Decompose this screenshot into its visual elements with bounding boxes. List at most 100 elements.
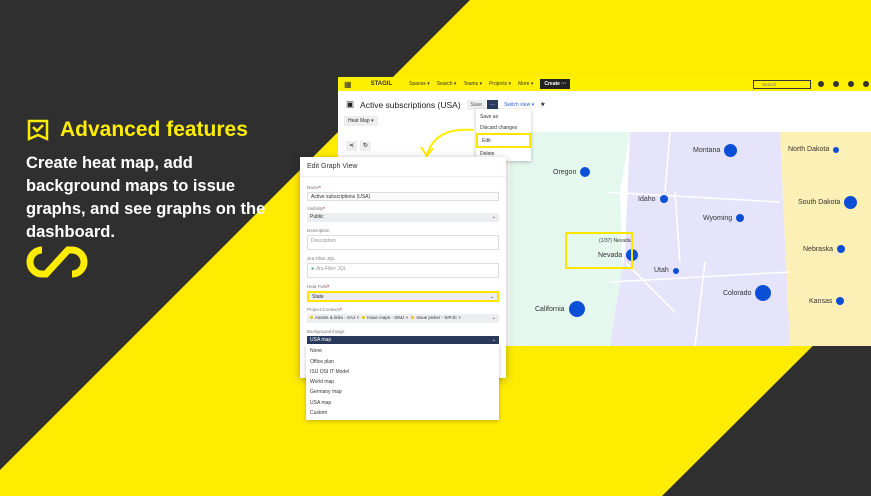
west-region — [510, 132, 630, 346]
page-title: Active subscriptions (USA) — [360, 99, 461, 110]
state-label: Nevada — [598, 251, 623, 259]
heat-dot[interactable] — [568, 301, 585, 317]
create-more[interactable]: ··· — [561, 81, 567, 87]
background-option[interactable]: USA map — [310, 399, 332, 406]
background-image-value: USA map — [310, 337, 332, 343]
nav-projects[interactable]: Projects ▾ — [489, 81, 512, 87]
create-button[interactable]: Create ··· — [540, 79, 571, 89]
state-colorado[interactable]: Colorado — [723, 285, 772, 301]
projects-label: Project Contexts — [307, 307, 341, 312]
save-button[interactable]: Save — [466, 99, 487, 110]
east-region — [780, 132, 871, 346]
state-label: Nebraska — [803, 245, 833, 253]
stagil-infinity-logo — [26, 246, 88, 278]
share-icon[interactable]: ⋖ — [346, 141, 357, 151]
required-mark: * — [327, 284, 330, 289]
top-nav: ▦ STAGIL Spaces ▾ Search ▾ Teams ▾ Proje… — [338, 77, 871, 91]
heat-dot[interactable] — [724, 144, 738, 157]
state-label: South Dakota — [798, 199, 841, 206]
map-icon — [27, 119, 49, 141]
heat-field-label: Heat Field — [307, 284, 328, 289]
heat-dot[interactable] — [833, 146, 840, 153]
more-actions-menu: Save as Discard changes Edit Delete — [476, 109, 531, 161]
project-chip[interactable]: Issue picker - SIPJC × — [411, 315, 461, 320]
description-field[interactable]: Description — [307, 235, 499, 250]
nav-spaces[interactable]: Spaces ▾ — [409, 81, 430, 87]
project-chip[interactable]: Assets & links - SAJ × — [310, 315, 359, 320]
help-icon[interactable] — [833, 81, 839, 87]
chevron-down-icon: ⌄ — [491, 337, 496, 343]
required-mark: * — [323, 206, 325, 211]
required-mark: * — [340, 307, 342, 312]
valid-icon: ● — [311, 266, 315, 272]
usa-heat-map — [510, 132, 871, 346]
search-input[interactable]: Search — [753, 79, 811, 89]
visibility-select[interactable]: Public⌄ — [307, 213, 499, 222]
menu-delete[interactable]: Delete — [480, 150, 495, 157]
profile-icon[interactable] — [863, 81, 869, 87]
arrow-annotation — [420, 128, 474, 158]
view-type-select[interactable]: Heat Map ▾ — [344, 116, 378, 126]
notifications-icon[interactable] — [818, 81, 824, 87]
brand-logo[interactable]: STAGIL — [370, 81, 393, 87]
name-label: Name — [307, 185, 320, 190]
project-chip[interactable]: Issue maps - SIMJ × — [362, 315, 408, 320]
heat-dot[interactable] — [659, 195, 668, 203]
nav-more[interactable]: More ▾ — [518, 81, 534, 87]
heat-dot[interactable] — [672, 267, 679, 274]
state-nebraska[interactable]: Nebraska — [803, 245, 845, 253]
heat-dot[interactable] — [836, 297, 845, 305]
hero-body: Create heat map, add background maps to … — [26, 154, 266, 241]
background-option[interactable]: World map — [310, 379, 335, 386]
heat-dot[interactable] — [580, 167, 591, 177]
menu-edit[interactable]: Edit — [476, 133, 531, 148]
nav-teams[interactable]: Teams ▾ — [463, 81, 483, 87]
required-mark: * — [319, 185, 321, 190]
state-label: Wyoming — [703, 214, 733, 222]
state-south-dakota[interactable]: South Dakota — [798, 196, 858, 209]
settings-icon[interactable] — [848, 81, 854, 87]
heat-dot[interactable] — [736, 214, 745, 222]
heat-dot[interactable] — [844, 196, 858, 209]
visibility-label: Visibility — [307, 206, 324, 211]
switch-view-button[interactable]: Switch view ▾ — [504, 101, 535, 108]
background-image-select[interactable]: USA map ⌄ — [307, 336, 499, 345]
menu-discard-changes[interactable]: Discard changes — [480, 124, 518, 131]
state-label: Idaho — [638, 195, 656, 203]
heat-dot[interactable] — [836, 245, 845, 253]
description-label: Description — [307, 228, 330, 233]
state-kansas[interactable]: Kansas — [809, 297, 845, 305]
state-montana[interactable]: Montana — [693, 144, 738, 157]
dialog-title: Edit Graph View — [300, 157, 506, 177]
name-field[interactable]: Active subscriptions (USA) — [307, 192, 499, 201]
state-oregon[interactable]: Oregon — [553, 167, 591, 177]
heat-dot[interactable] — [755, 285, 772, 301]
state-label: North Dakota — [788, 146, 830, 153]
map-tooltip: (1/37) Nevada — [565, 232, 633, 269]
background-option[interactable]: Office plan — [310, 358, 334, 365]
hero-title: Advanced features — [60, 118, 248, 141]
background-image-label: Background image — [307, 329, 345, 334]
state-north-dakota[interactable]: North Dakota — [788, 146, 840, 153]
menu-save-as[interactable]: Save as — [480, 113, 499, 120]
background-option[interactable]: Germany map — [310, 389, 342, 396]
chevron-down-icon: ⌄ — [491, 315, 496, 321]
heat-field-select[interactable]: State⌄ — [307, 291, 499, 302]
create-label: Create — [544, 81, 560, 87]
state-label: Colorado — [723, 289, 752, 297]
state-utah[interactable]: Utah — [654, 267, 679, 274]
project-contexts-select[interactable]: Assets & links - SAJ ×Issue maps - SIMJ … — [307, 314, 499, 323]
star-icon[interactable]: ★ — [540, 102, 546, 108]
background-option[interactable]: Custom — [310, 410, 328, 417]
state-california[interactable]: California — [535, 301, 585, 317]
background-option[interactable]: ISU OSI IT Model — [310, 368, 350, 375]
state-wyoming[interactable]: Wyoming — [703, 214, 745, 222]
app-grid-icon[interactable]: ▦ — [344, 79, 352, 89]
background-option[interactable]: None — [310, 348, 322, 355]
jql-field[interactable]: ● Jira Filter JQL — [307, 263, 499, 278]
more-actions-button[interactable]: ··· — [487, 99, 499, 110]
refresh-icon[interactable]: ↻ — [360, 141, 371, 151]
nav-search[interactable]: Search ▾ — [436, 81, 457, 87]
state-idaho[interactable]: Idaho — [638, 195, 668, 203]
